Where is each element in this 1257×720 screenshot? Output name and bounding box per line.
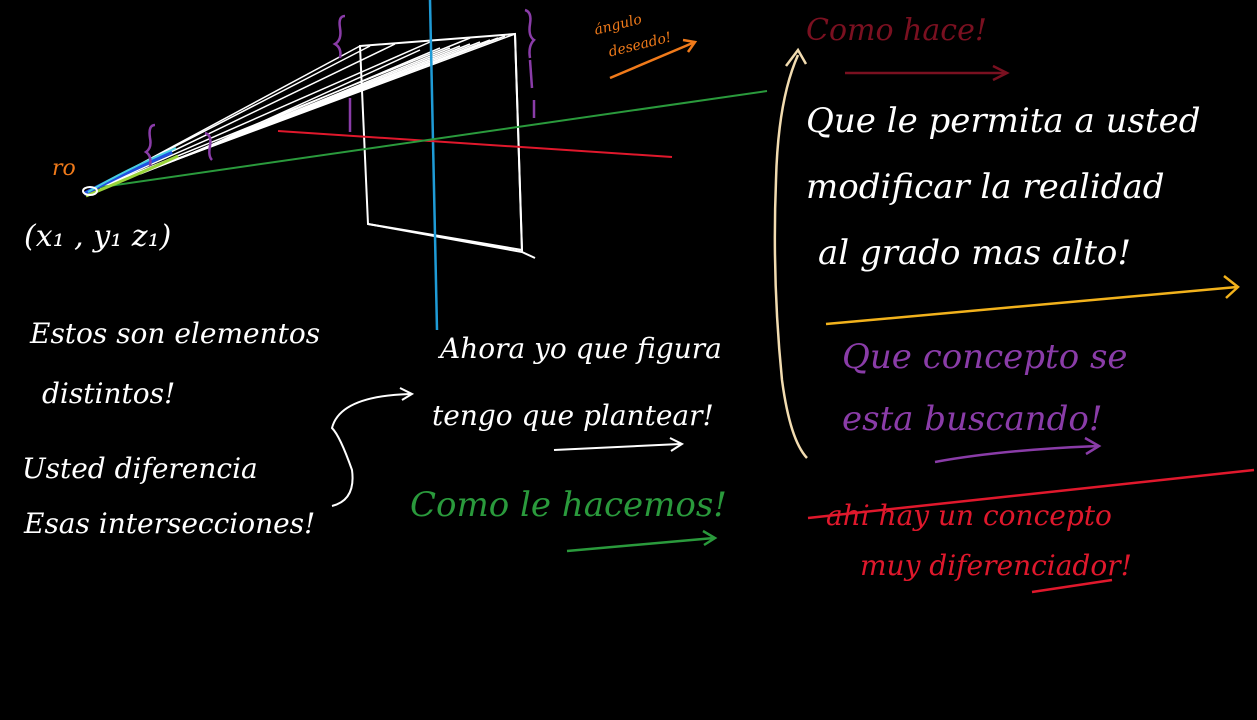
note-que-le-line2: modificar la realidad [806,167,1165,207]
white-arrow [553,437,685,452]
note-ahi-hay-line2: muy diferenciador! [860,549,1132,582]
cream-arrow [773,47,808,459]
note-ahora-line2: tengo que plantear! [432,399,714,432]
orange-arrow [609,38,698,80]
darkred-arrow [845,64,1010,82]
note-como-le-hacemos: Como le hacemos! [410,485,727,525]
white-curve-arrow [330,387,415,507]
blue-vertical-line [428,0,439,331]
note-que-le-line3: al grado mas alto! [818,233,1131,273]
note-como-hace: Como hace! [806,13,987,48]
green-arrow [566,529,718,553]
note-que-concepto-line2: esta buscando! [842,399,1103,439]
yellow-arrow [825,275,1240,326]
note-que-concepto-line1: Que concepto se [842,337,1128,377]
red-line [277,130,673,158]
note-coordinates: (x₁ , y₁ z₁) [24,219,172,254]
note-que-le-line1: Que le permita a usted [806,101,1201,141]
note-ahi-hay-line1: ahi hay un concepto [826,499,1112,532]
viewpoint-green-stroke [85,154,179,198]
note-ahora-line1: Ahora yo que figura [440,332,722,365]
red-underline [1031,578,1113,594]
note-estos-line1: Estos son elementos [30,317,321,350]
projection-plane-edge [367,33,536,259]
projection-rays [87,33,516,193]
purple-braces [143,8,536,167]
green-line [94,90,768,189]
note-ro: ro [52,156,76,181]
red-divider-line [807,468,1255,520]
note-usted-line2: Esas intersecciones! [24,507,316,540]
note-usted-line1: Usted diferencia [22,452,258,485]
purple-arrow [934,436,1102,464]
viewpoint-marker [82,186,98,196]
note-estos-line2: distintos! [42,377,176,410]
